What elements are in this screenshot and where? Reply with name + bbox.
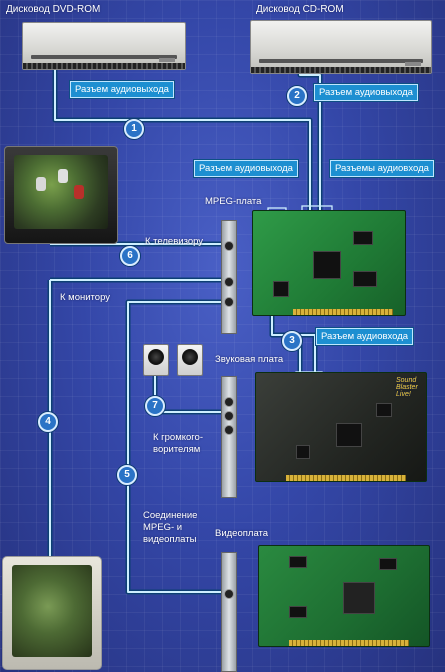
marker-5: 5 [117,465,137,485]
cd-rom-drive [250,20,432,74]
marker-2: 2 [287,86,307,106]
computer-monitor [2,556,102,670]
to-monitor-label: К монитору [60,292,110,303]
video-card-board [258,545,430,647]
sound-card-bracket [221,376,237,498]
marker-3: 3 [282,331,302,351]
marker-4: 4 [38,412,58,432]
mpeg-card-board [252,210,406,316]
to-speakers-label: К громкого-ворителям [153,432,203,455]
sound-audio-in-label: Разъем аудиовхода [316,328,414,345]
dvd-audio-out-label: Разъем аудиовыхода [70,81,174,98]
dvd-drive-label: Дисковод DVD-ROM [6,4,101,15]
speaker-right [177,344,203,376]
dvd-rom-drive [22,22,186,70]
marker-7: 7 [145,396,165,416]
sound-card-label: Звуковая плата [215,354,284,365]
mpeg-card-bracket [221,220,237,334]
television [4,146,118,244]
cd-drive-label: Дисковод CD-ROM [256,4,344,15]
mpeg-audio-in-label: Разъемы аудиовхода [330,160,434,177]
to-tv-label: К телевизору [145,236,204,247]
marker-1: 1 [124,119,144,139]
video-card-label: Видеоплата [215,528,269,539]
speaker-left [143,344,169,376]
video-card-bracket [221,552,237,672]
mpeg-audio-out-label: Разъем аудиовыхода [194,160,298,177]
mpeg-card-label: MPEG-плата [205,196,262,207]
marker-6: 6 [120,246,140,266]
cd-audio-out-label: Разъем аудиовыхода [314,84,418,101]
